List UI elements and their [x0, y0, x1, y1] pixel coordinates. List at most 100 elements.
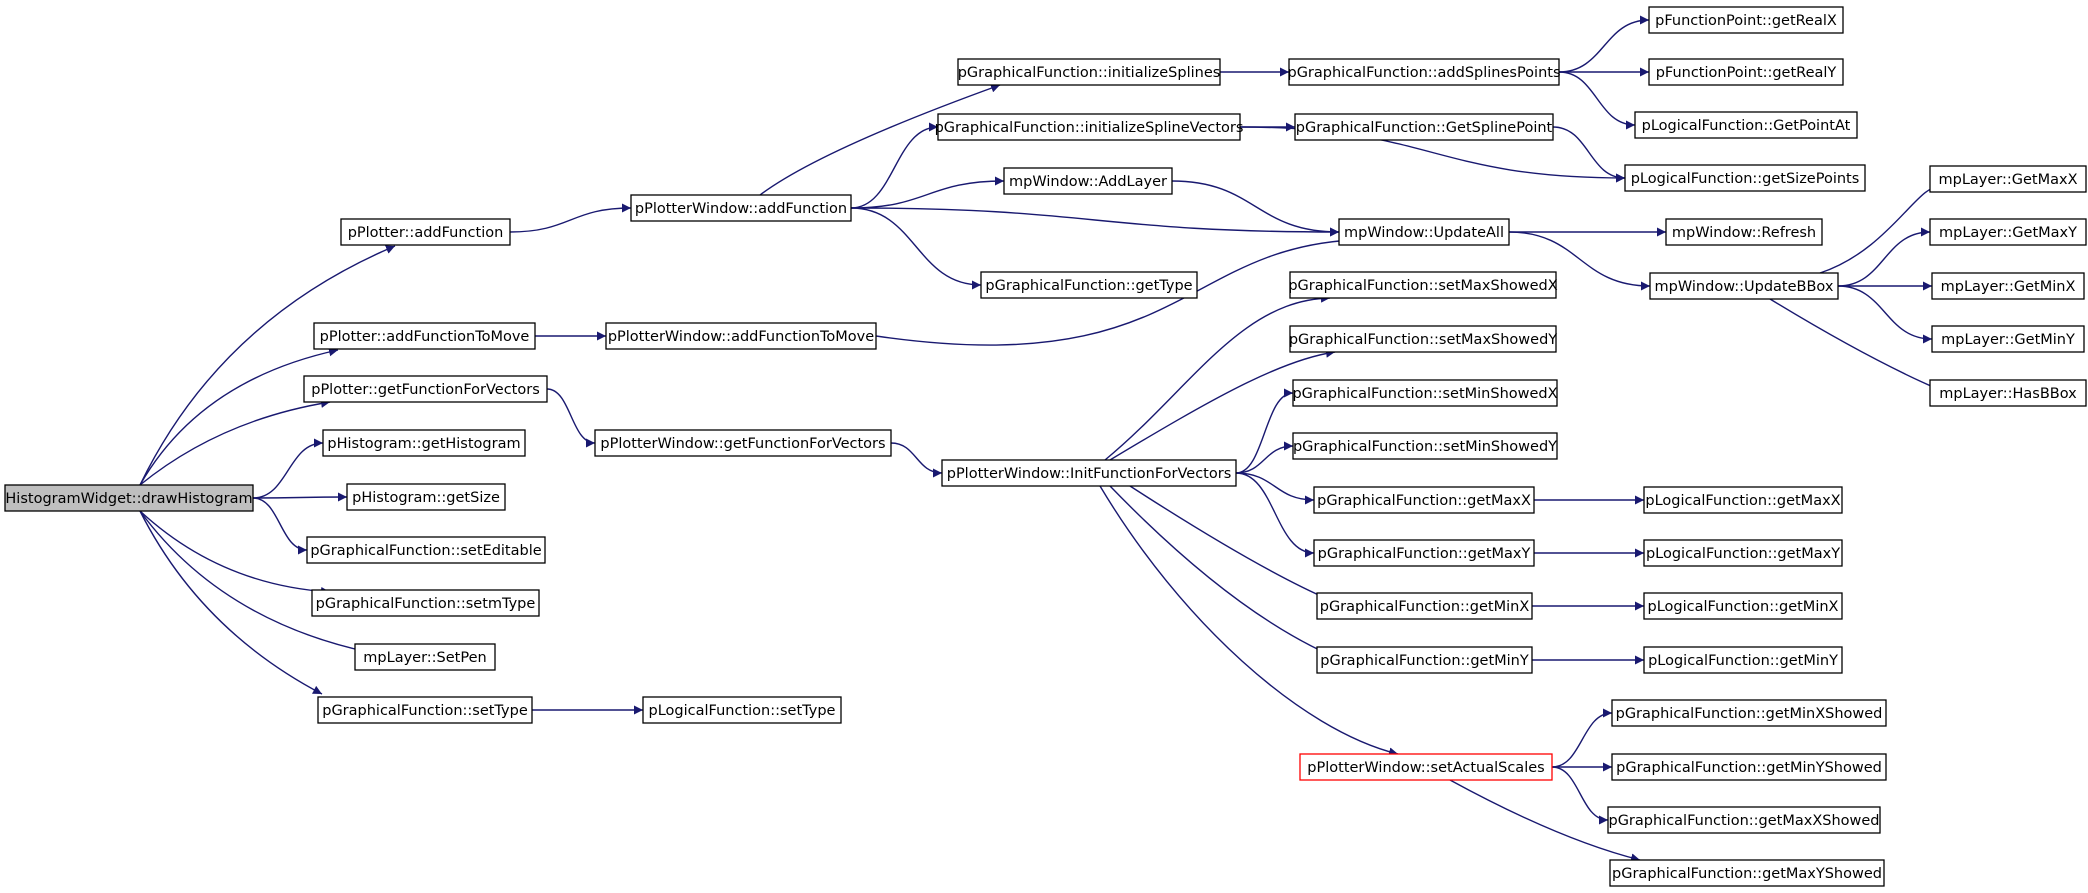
node-n27[interactable]: pGraphicalFunction::getMaxX [1313, 486, 1535, 514]
node-n23[interactable]: pGraphicalFunction::setMaxShowedX [1288, 271, 1558, 299]
edge-n1-n5 [252, 438, 324, 499]
node-label: pGraphicalFunction::getMaxY [1318, 546, 1531, 562]
node-n4[interactable]: pPlotter::getFunctionForVectors [303, 375, 548, 403]
node-label: pGraphicalFunction::setMinShowedX [1292, 386, 1557, 402]
edge-n20-n34 [1558, 71, 1636, 130]
node-n34[interactable]: pLogicalFunction::GetPointAt [1634, 111, 1858, 139]
node-n50[interactable]: mpLayer::HasBBox [1929, 379, 2087, 407]
edge-n19-n26 [1235, 441, 1294, 474]
node-box [1929, 218, 2087, 246]
node-n25[interactable]: pGraphicalFunction::setMinShowedX [1292, 379, 1558, 407]
node-box [303, 375, 548, 403]
node-n12[interactable]: pPlotterWindow::addFunctionToMove [605, 322, 877, 350]
node-n41[interactable]: pLogicalFunction::getMinY [1643, 646, 1843, 674]
node-box [322, 429, 526, 457]
node-n38[interactable]: pLogicalFunction::getMaxX [1643, 486, 1843, 514]
node-n8[interactable]: pGraphicalFunction::setmType [311, 589, 540, 617]
node-n40[interactable]: pLogicalFunction::getMinX [1643, 592, 1843, 620]
edges-layer [139, 15, 1941, 863]
edge-n11-n18 [850, 207, 982, 290]
node-label: pLogicalFunction::getMinX [1648, 599, 1839, 615]
nodes-layer: HistogramWidget::drawHistogram pPlotter::… [4, 6, 2087, 887]
node-label: mpLayer::GetMaxY [1939, 225, 2077, 241]
node-n36[interactable]: mpWindow::Refresh [1665, 218, 1823, 246]
edge-n37-n49 [1837, 285, 1933, 344]
node-n49[interactable]: mpLayer::GetMinY [1931, 325, 2085, 353]
node-n20[interactable]: pGraphicalFunction::addSplinesPoints [1287, 58, 1561, 86]
node-box [980, 271, 1198, 299]
node-n22[interactable]: mpWindow::UpdateAll [1338, 218, 1510, 246]
node-n28[interactable]: pGraphicalFunction::getMaxY [1313, 539, 1535, 567]
node-n6[interactable]: pHistogram::getSize [346, 483, 506, 511]
node-n5[interactable]: pHistogram::getHistogram [322, 429, 526, 457]
node-box [354, 643, 496, 671]
edge-n11-n16 [850, 122, 939, 209]
node-box [605, 322, 877, 350]
edge-n19-n27 [1235, 472, 1315, 505]
node-label: mpLayer::GetMinY [1941, 332, 2075, 348]
node-n11[interactable]: pPlotterWindow::addFunction [630, 194, 852, 222]
node-box [1288, 58, 1560, 86]
node-n48[interactable]: mpLayer::GetMinX [1931, 272, 2085, 300]
node-box [1292, 379, 1558, 407]
node-box [1611, 753, 1887, 781]
node-n32[interactable]: pFunctionPoint::getRealX [1648, 6, 1844, 34]
node-n43[interactable]: pGraphicalFunction::getMinYShowed [1611, 753, 1887, 781]
node-n31[interactable]: pPlotterWindow::setActualScales [1299, 753, 1553, 781]
edge-n11-n22 [850, 207, 1340, 237]
node-box [1609, 859, 1885, 887]
node-n33[interactable]: pFunctionPoint::getRealY [1648, 58, 1844, 86]
node-box [1634, 111, 1858, 139]
node-n29[interactable]: pGraphicalFunction::getMinX [1316, 592, 1533, 620]
node-n16[interactable]: pGraphicalFunction::initializeSplineVect… [935, 113, 1244, 141]
node-box [346, 483, 506, 511]
node-label: pLogicalFunction::GetPointAt [1642, 118, 1851, 134]
node-n30[interactable]: pGraphicalFunction::getMinY [1316, 646, 1533, 674]
node-n24[interactable]: pGraphicalFunction::setMaxShowedY [1289, 325, 1557, 353]
node-n35[interactable]: pLogicalFunction::getSizePoints [1624, 164, 1866, 192]
node-label: pGraphicalFunction::initializeSplines [958, 65, 1221, 81]
node-n7[interactable]: pGraphicalFunction::setEditable [306, 536, 546, 564]
node-label: pGraphicalFunction::setMaxShowedY [1289, 332, 1557, 348]
node-box [1294, 113, 1554, 141]
node-box [340, 218, 511, 246]
node-box [937, 113, 1241, 141]
edge-n31-n42 [1551, 708, 1613, 768]
node-n10[interactable]: pGraphicalFunction::setType [317, 696, 533, 724]
node-n44[interactable]: pGraphicalFunction::getMaxXShowed [1607, 806, 1881, 834]
node-n45[interactable]: pGraphicalFunction::getMaxYShowed [1609, 859, 1885, 887]
node-box [1931, 325, 2085, 353]
node-n47[interactable]: mpLayer::GetMaxY [1929, 218, 2087, 246]
edge-n21-n35 [1552, 126, 1626, 183]
node-n13[interactable]: pPlotterWindow::getFunctionForVectors [594, 429, 892, 457]
node-n15[interactable]: pGraphicalFunction::initializeSplines [957, 58, 1221, 86]
node-n14[interactable]: pLogicalFunction::setType [642, 696, 842, 724]
node-n9[interactable]: mpLayer::SetPen [354, 643, 496, 671]
node-n39[interactable]: pLogicalFunction::getMaxY [1643, 539, 1843, 567]
node-n42[interactable]: pGraphicalFunction::getMinXShowed [1611, 699, 1887, 727]
node-label: pPlotterWindow::addFunction [635, 201, 847, 217]
edge-n37-n47 [1837, 227, 1931, 287]
node-n19[interactable]: pPlotterWindow::InitFunctionForVectors [941, 459, 1237, 487]
node-n37[interactable]: mpWindow::UpdateBBox [1649, 272, 1839, 300]
node-n1[interactable]: HistogramWidget::drawHistogram [4, 484, 254, 512]
node-n17[interactable]: mpWindow::AddLayer [1003, 167, 1173, 195]
node-n3[interactable]: pPlotter::addFunctionToMove [313, 322, 536, 350]
node-box [941, 459, 1237, 487]
node-n26[interactable]: pGraphicalFunction::setMinShowedY [1292, 432, 1558, 460]
node-n18[interactable]: pGraphicalFunction::getType [980, 271, 1198, 299]
edge-n19-n25 [1235, 388, 1294, 474]
node-box [1338, 218, 1510, 246]
node-box [1611, 699, 1887, 727]
node-label: mpWindow::UpdateAll [1344, 225, 1504, 241]
node-label: mpLayer::GetMaxX [1938, 172, 2077, 188]
node-box [957, 58, 1221, 86]
node-n46[interactable]: mpLayer::GetMaxX [1929, 165, 2087, 193]
edge-n1-n3 [139, 347, 339, 486]
node-box [1648, 6, 1844, 34]
node-box [317, 696, 533, 724]
node-n2[interactable]: pPlotter::addFunction [340, 218, 511, 246]
node-box [1292, 432, 1558, 460]
edge-n31-n45 [1449, 779, 1641, 863]
node-n21[interactable]: pGraphicalFunction::GetSplinePoint [1294, 113, 1554, 141]
